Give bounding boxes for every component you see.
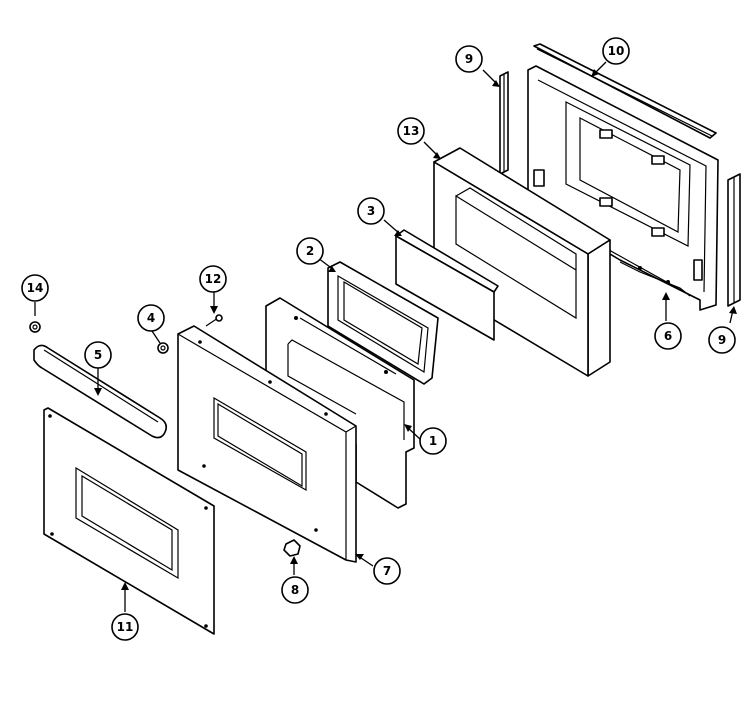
part-7-outer-door-panel [177,325,357,563]
callout-9-top: 9 [455,45,483,73]
callout-5: 5 [84,341,112,369]
part-13-door-box [433,147,611,377]
callout-12: 12 [199,265,227,293]
callout-14: 14 [21,274,49,302]
callout-2: 2 [296,237,324,265]
callout-8: 8 [281,576,309,604]
part-9-right-strip [727,173,741,307]
callout-11-label: 11 [117,620,134,634]
part-14-nut [29,321,41,333]
part-3-glass-panel [395,229,499,341]
callout-6: 6 [654,322,682,350]
callout-4: 4 [137,304,165,332]
callout-3-label: 3 [367,204,375,218]
callout-8-label: 8 [291,583,299,597]
callout-1-label: 1 [429,434,437,448]
callout-1: 1 [419,427,447,455]
part-8-clip [283,539,301,557]
callout-11: 11 [111,613,139,641]
callout-3: 3 [357,197,385,225]
callout-9-bottom: 9 [708,326,736,354]
callout-4-label: 4 [147,311,155,325]
part-6-inner-door-frame [527,65,719,311]
callout-7: 7 [373,557,401,585]
callout-2-label: 2 [306,244,314,258]
part-9-left-strip [499,71,509,175]
part-2-window-frame [327,261,439,385]
callout-9a-label: 9 [465,52,473,66]
callout-7-label: 7 [383,564,391,578]
part-4-nut [157,342,169,354]
callout-6-label: 6 [664,329,672,343]
part-12-screw [205,314,223,327]
part-11-front-panel [43,407,215,635]
callout-5-label: 5 [94,348,102,362]
callout-10-label: 10 [608,44,625,58]
callout-13-label: 13 [403,124,420,138]
callout-10: 10 [602,37,630,65]
callout-12-label: 12 [205,272,222,286]
callout-13: 13 [397,117,425,145]
callout-14-label: 14 [27,281,44,295]
part-10-top-strip [533,43,717,139]
callout-9b-label: 9 [718,333,726,347]
leader-lines [34,61,737,612]
